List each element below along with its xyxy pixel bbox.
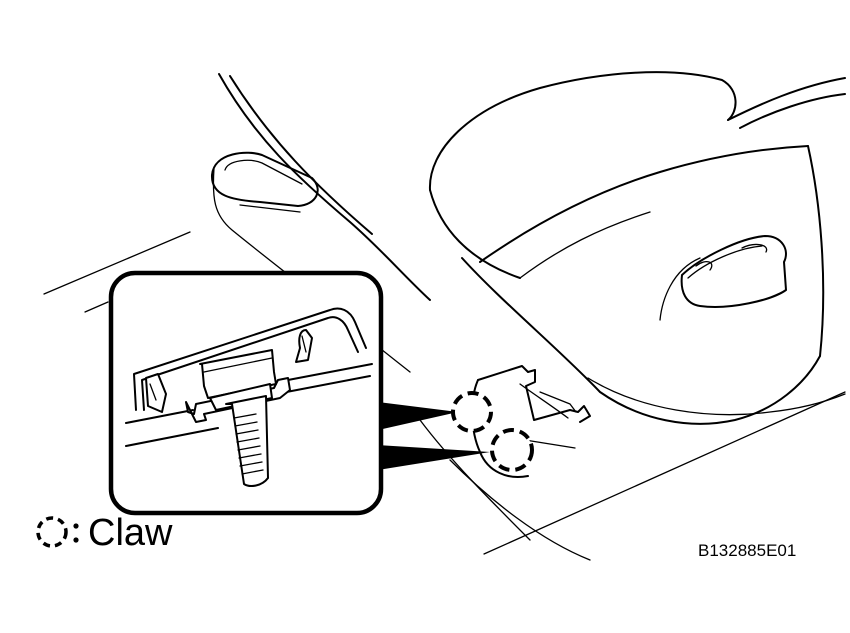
panel-line-right-upper bbox=[287, 363, 373, 381]
leader-upper bbox=[378, 402, 458, 430]
panel-line-left bbox=[125, 409, 194, 424]
floor-line-short bbox=[84, 301, 109, 313]
seat-side-shield-rear bbox=[807, 145, 825, 357]
recliner-handle bbox=[680, 235, 787, 308]
claw-hook-left bbox=[145, 373, 167, 413]
recliner-handle-grip-2 bbox=[741, 243, 768, 253]
clip-head-line bbox=[203, 357, 273, 373]
legend-colon-dot-top bbox=[73, 523, 79, 529]
seat-cushion-crease bbox=[519, 211, 651, 279]
trim-cover-edge bbox=[539, 391, 577, 413]
leader-lower bbox=[378, 445, 490, 470]
seat-side-contour-2 bbox=[229, 75, 373, 235]
seat-side-shield-bottom bbox=[461, 257, 821, 425]
seat-cushion-front bbox=[429, 189, 521, 279]
inset-detail bbox=[108, 270, 384, 516]
seat-background-drawing bbox=[43, 71, 846, 561]
panel-line-right bbox=[275, 375, 371, 395]
recliner-handle-inner bbox=[687, 245, 763, 279]
seat-side-shield-front bbox=[659, 257, 701, 321]
panel-line-left-lower bbox=[125, 427, 219, 447]
recliner-handle-grip bbox=[695, 260, 713, 271]
dashed-circle-claw-icon bbox=[36, 516, 68, 548]
trim-cover-clip-outline bbox=[477, 365, 591, 423]
seat-side-contour-1 bbox=[218, 73, 431, 301]
claw-markers bbox=[451, 391, 534, 472]
bracket-line bbox=[524, 439, 576, 449]
trim-cover-outer bbox=[133, 307, 367, 411]
clip-shank-ribs bbox=[233, 413, 264, 475]
legend-label: Claw bbox=[88, 512, 173, 554]
trim-cover-edge-2 bbox=[519, 383, 569, 419]
claw-marker-lower bbox=[490, 428, 534, 472]
floor-lower-contour-2 bbox=[449, 459, 591, 561]
claw-hook-left-detail bbox=[149, 383, 157, 401]
seat-backrest-line bbox=[727, 77, 846, 121]
floor-line bbox=[43, 231, 191, 295]
left-handle-edge bbox=[239, 204, 301, 213]
seat-cushion-top bbox=[428, 71, 737, 191]
floor-diagonal-line bbox=[483, 391, 846, 555]
legend-claw-icon bbox=[36, 516, 79, 548]
claw-hook-right-detail bbox=[301, 335, 307, 353]
seat-cushion-lower bbox=[479, 145, 809, 263]
trim-cover-inner bbox=[141, 316, 359, 411]
claw-marker-upper bbox=[451, 391, 493, 433]
seat-backrest-line-2 bbox=[739, 93, 846, 129]
callout-leaders bbox=[378, 402, 490, 470]
legend-colon-dot-bottom bbox=[73, 537, 79, 543]
figure-code: B132885E01 bbox=[698, 541, 797, 560]
left-handle-pocket bbox=[210, 151, 319, 207]
left-handle-pocket-inner bbox=[224, 159, 303, 185]
